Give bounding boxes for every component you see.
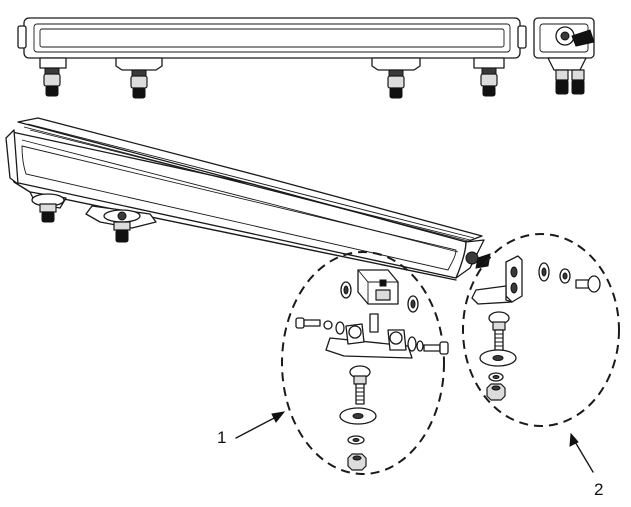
side-bolt-2 [575,275,601,293]
light-bar-front-view [17,17,527,99]
detail-2-mounting-kit [462,233,620,427]
callout-2-arrowhead [569,432,579,447]
washer-hinge [407,336,417,352]
detail-1-mounting-kit [281,251,449,475]
side-bolt-right [423,341,449,355]
bracket-front-2 [115,57,163,99]
callout-2-leader [573,439,594,473]
carriage-bolt-1 [349,365,371,405]
side-bolt-left [295,317,333,330]
l-bracket [471,255,523,305]
callout-1-leader [235,415,279,439]
detail-2-outline [462,233,620,427]
callout-1: 1 [217,411,286,447]
bracket-front-1 [39,57,67,97]
light-bar-side-view [533,17,595,95]
callout-1-arrowhead [271,411,286,423]
callout-1-label: 1 [217,428,226,447]
carriage-bolt-2 [488,311,510,351]
clamp-block [357,269,399,305]
hinge-bracket [325,321,413,359]
light-bar-isometric [5,117,491,281]
bracket-front-4 [473,57,505,97]
bracket-front-3 [371,57,421,99]
bracket-iso-2 [85,205,157,243]
nut-2 [486,383,506,401]
callout-2: 2 [569,432,603,499]
nut-1 [347,453,367,471]
detail-1-outline [281,251,445,475]
clamp-bolt [369,313,379,333]
bracket-iso-1 [29,191,67,223]
callout-2-label: 2 [594,480,603,499]
